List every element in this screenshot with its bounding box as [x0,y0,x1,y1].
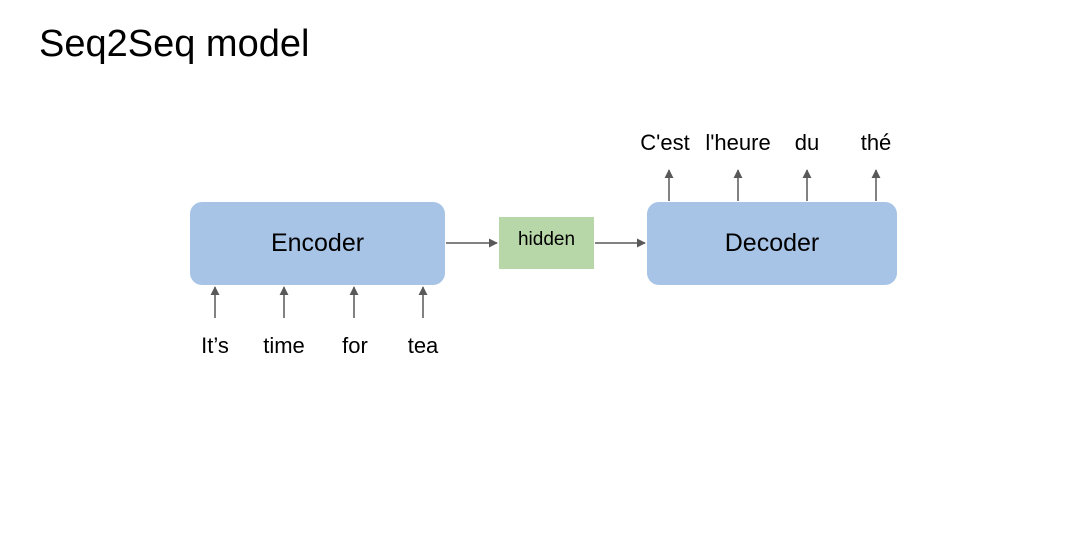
input-token-3: for [342,333,368,358]
hidden-state-label: hidden [517,229,576,250]
slide-title: Seq2Seq model [39,23,310,65]
encoder-block: Encoder [190,202,445,285]
decoder-label: Decoder [724,229,820,257]
hidden-state-block: hidden [499,217,594,269]
input-token-4: tea [407,333,439,358]
output-token-3: du [794,130,820,155]
output-token-2: l'heure [705,130,771,155]
encoder-label: Encoder [270,229,365,257]
output-token-1: C'est [640,130,690,155]
input-token-1: It’s [201,333,229,358]
input-token-2: time [263,333,305,358]
output-token-4: thé [860,130,892,155]
decoder-block: Decoder [647,202,897,285]
